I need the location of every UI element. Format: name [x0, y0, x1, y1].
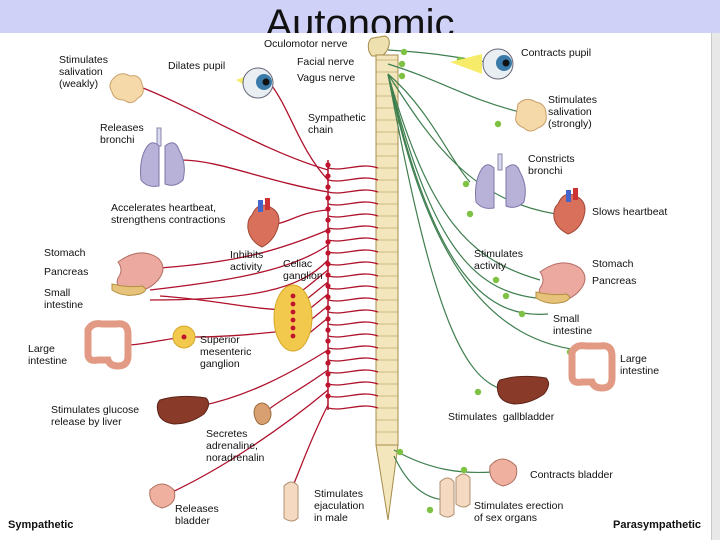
- para-label-gallbladder: Stimulates gallbladder: [448, 411, 555, 423]
- para-ganglion-node: [494, 120, 502, 128]
- title-band: Autonomic: [0, 0, 720, 33]
- chain-ganglion-node: [325, 305, 331, 311]
- male-organ-right: [439, 473, 471, 518]
- chain-ganglion-node: [325, 294, 331, 300]
- label-celiac-ganglion: Celiac ganglion: [283, 258, 323, 282]
- eye-left: [236, 67, 274, 99]
- organ-salivary-gland-left: [109, 73, 144, 104]
- para-ganglion-node: [518, 310, 526, 318]
- symp-label-liver: Stimulates glucose release by liver: [51, 404, 140, 428]
- symp-label-bladder: Releases bladder: [175, 503, 219, 527]
- bladder-right: [489, 458, 518, 487]
- symp-label-adrenal: Secretes adrenaline, noradrenalin: [206, 428, 265, 464]
- stomach-right: [535, 262, 586, 304]
- para-label-heart: Slows heartbeat: [592, 206, 668, 218]
- label-parasympathetic: Parasympathetic: [613, 519, 702, 531]
- chain-ganglion-node: [325, 338, 331, 344]
- chain-ganglion-node: [325, 173, 331, 179]
- symp-label-ejaculation: Stimulates ejaculation in male: [314, 488, 365, 524]
- heart-right: [553, 188, 586, 235]
- chain-ganglion-node: [325, 272, 331, 278]
- lungs-left: [140, 127, 185, 187]
- symp-label-bronchi: Releases bronchi: [100, 122, 144, 146]
- para-ganglion-node: [398, 60, 406, 68]
- sympathetic-chain: [325, 160, 331, 410]
- para-label-bladder: Contracts bladder: [530, 469, 613, 481]
- para-label-small-intestine: Small intestine: [553, 313, 593, 337]
- bladder-left: [149, 483, 176, 509]
- chain-ganglion-node: [325, 239, 331, 245]
- chain-ganglion-node: [325, 316, 331, 322]
- para-label-pupil: Contracts pupil: [521, 47, 592, 59]
- celiac-node: [290, 333, 296, 339]
- large-intestine-right: [568, 342, 616, 392]
- liver-left: [156, 395, 210, 425]
- para-ganglion-node: [502, 292, 510, 300]
- label-vagus-nerve: Vagus nerve: [297, 72, 356, 84]
- chain-ganglion-node: [325, 371, 331, 377]
- liver-right: [496, 375, 550, 405]
- celiac-node: [290, 293, 296, 299]
- para-label-large-intestine: Large intestine: [620, 353, 660, 377]
- chain-ganglion-node: [325, 184, 331, 190]
- large-intestine-left: [84, 320, 132, 370]
- para-ganglion-node: [466, 210, 474, 218]
- para-ganglion-node: [398, 72, 406, 80]
- para-ganglion-node: [492, 276, 500, 284]
- chain-ganglion-node: [325, 349, 331, 355]
- para-ganglion-node: [426, 506, 434, 514]
- para-label-sex-organs: Stimulates erection of sex organs: [474, 500, 564, 524]
- celiac-node: [290, 301, 296, 307]
- symp-label-small-intestine: Small intestine: [44, 287, 84, 311]
- para-ganglion-node: [400, 48, 408, 56]
- symp-label-salivation: Stimulates salivation (weakly): [59, 54, 109, 90]
- label-facial-nerve: Facial nerve: [297, 56, 355, 68]
- symp-label-pupil: Dilates pupil: [168, 60, 226, 72]
- label-superior-mesenteric-ganglion: Superior mesenteric ganglion: [200, 334, 252, 370]
- eye-right: [450, 48, 514, 80]
- para-label-pancreas: Pancreas: [592, 275, 637, 287]
- symp-label-large-intestine: Large intestine: [28, 343, 68, 367]
- chain-ganglion-node: [325, 360, 331, 366]
- para-label-bronchi: Constricts bronchi: [528, 153, 575, 177]
- vertical-scrollbar[interactable]: [711, 33, 720, 540]
- para-label-stomach: Stomach: [592, 258, 634, 270]
- adrenal-left: [253, 402, 272, 426]
- celiac-node: [290, 325, 296, 331]
- symp-label-stomach: Stomach: [44, 247, 86, 259]
- spinal-cord: [367, 35, 399, 521]
- symp-label-inhibits: Inhibits activity: [230, 249, 264, 273]
- slide-title: Autonomic: [265, 2, 455, 33]
- para-label-salivation: Stimulates salivation (strongly): [548, 94, 598, 130]
- chain-ganglion-node: [325, 327, 331, 333]
- para-ganglion-node: [460, 466, 468, 474]
- para-ganglion-node: [462, 180, 470, 188]
- para-label-activity: Stimulates activity: [474, 248, 524, 272]
- organ-salivary-gland-right: [515, 98, 547, 132]
- para-ganglion-node: [396, 448, 404, 456]
- chain-ganglion-node: [325, 382, 331, 388]
- chain-ganglion-node: [325, 283, 331, 289]
- celiac-node: [290, 317, 296, 323]
- symp-label-pancreas: Pancreas: [44, 266, 89, 278]
- chain-ganglion-node: [325, 206, 331, 212]
- symp-label-heart: Accelerates heartbeat, strengthens contr…: [111, 202, 226, 226]
- label-oculomotor-nerve: Oculomotor nerve: [264, 38, 348, 50]
- chain-ganglion-node: [325, 195, 331, 201]
- label-sympathetic: Sympathetic: [8, 519, 74, 531]
- chain-ganglion-node: [325, 250, 331, 256]
- stomach-left: [111, 252, 164, 296]
- chain-ganglion-node: [325, 162, 331, 168]
- chain-ganglion-node: [325, 228, 331, 234]
- label-sympathetic-chain: Sympathetic chain: [308, 112, 366, 136]
- chain-ganglion-node: [325, 393, 331, 399]
- chain-ganglion-node: [325, 217, 331, 223]
- heart-left: [247, 198, 280, 248]
- lungs-right: [475, 153, 526, 209]
- chain-ganglion-node: [325, 261, 331, 267]
- celiac-node: [290, 309, 296, 315]
- para-ganglion-node: [474, 388, 482, 396]
- male-organ-left: [283, 481, 299, 522]
